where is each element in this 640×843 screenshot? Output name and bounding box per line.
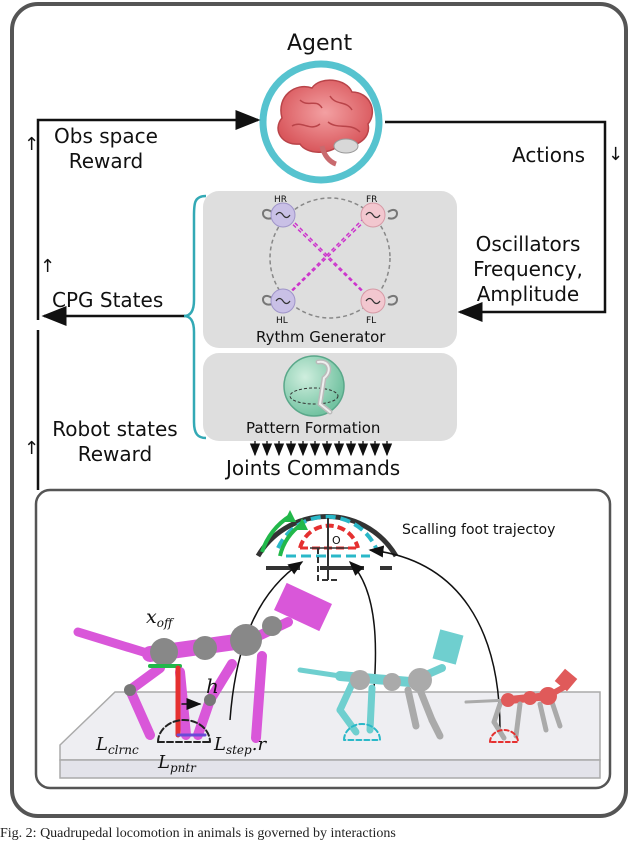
rhythm-generator-box — [203, 191, 457, 348]
node-label-hl: HL — [276, 316, 288, 326]
obs-space-label: Obs space Reward — [44, 124, 168, 174]
figure-caption: Fig. 2: Quadrupedal locomotion in animal… — [0, 826, 396, 841]
node-label-fr: FR — [366, 195, 378, 205]
agent-brain-icon — [259, 60, 383, 184]
up-arrow-icon: ↑ — [40, 256, 56, 277]
up-arrow-icon: ↑ — [24, 438, 40, 459]
flow-lines — [36, 110, 607, 490]
x-off-label: xoff — [146, 606, 173, 630]
l-clrnc-label: Lclrnc — [96, 734, 139, 757]
obs-space-line1: Obs space — [54, 124, 158, 148]
foot-trajectory-icon — [255, 510, 399, 581]
l-step-label: Lstep.r — [214, 734, 267, 757]
robot-states-line1: Robot states — [52, 417, 178, 441]
scaling-foot-trajectory-label: Scalling foot trajectoy — [402, 522, 556, 538]
up-arrow-icon: ↑ — [24, 134, 40, 155]
l-pntr-label: Lpntr — [158, 752, 196, 775]
obs-space-line2: Reward — [68, 149, 144, 173]
robot-states-line2: Reward — [77, 442, 153, 466]
magenta-robot — [73, 582, 332, 743]
node-label-fl: FL — [366, 316, 377, 326]
joints-commands-label: Joints Commands — [226, 456, 401, 480]
agent-title: Agent — [287, 31, 353, 56]
pattern-formation-icon — [283, 355, 345, 417]
oscillator-network — [262, 197, 398, 319]
origin-label: O — [332, 534, 341, 547]
oscillators-line3: Amplitude — [476, 282, 580, 306]
cpg-states-label: CPG States — [52, 288, 164, 312]
red-robot — [464, 668, 578, 743]
h-label: h — [206, 674, 219, 698]
rhythm-generator-title: Rythm Generator — [256, 328, 386, 346]
oscillators-label: Oscillators Frequency, Amplitude — [462, 232, 594, 307]
pattern-formation-title: Pattern Formation — [246, 419, 381, 437]
joint-command-arrows — [249, 441, 393, 457]
robot-states-label: Robot states Reward — [40, 417, 190, 467]
cpg-bracket — [183, 194, 207, 440]
node-label-hr: HR — [274, 195, 288, 205]
teal-robot — [297, 629, 464, 741]
oscillators-line1: Oscillators — [475, 232, 581, 256]
oscillators-line2: Frequency, — [473, 257, 583, 281]
down-arrow-icon: ↓ — [608, 144, 624, 165]
actions-label: Actions — [512, 143, 586, 167]
